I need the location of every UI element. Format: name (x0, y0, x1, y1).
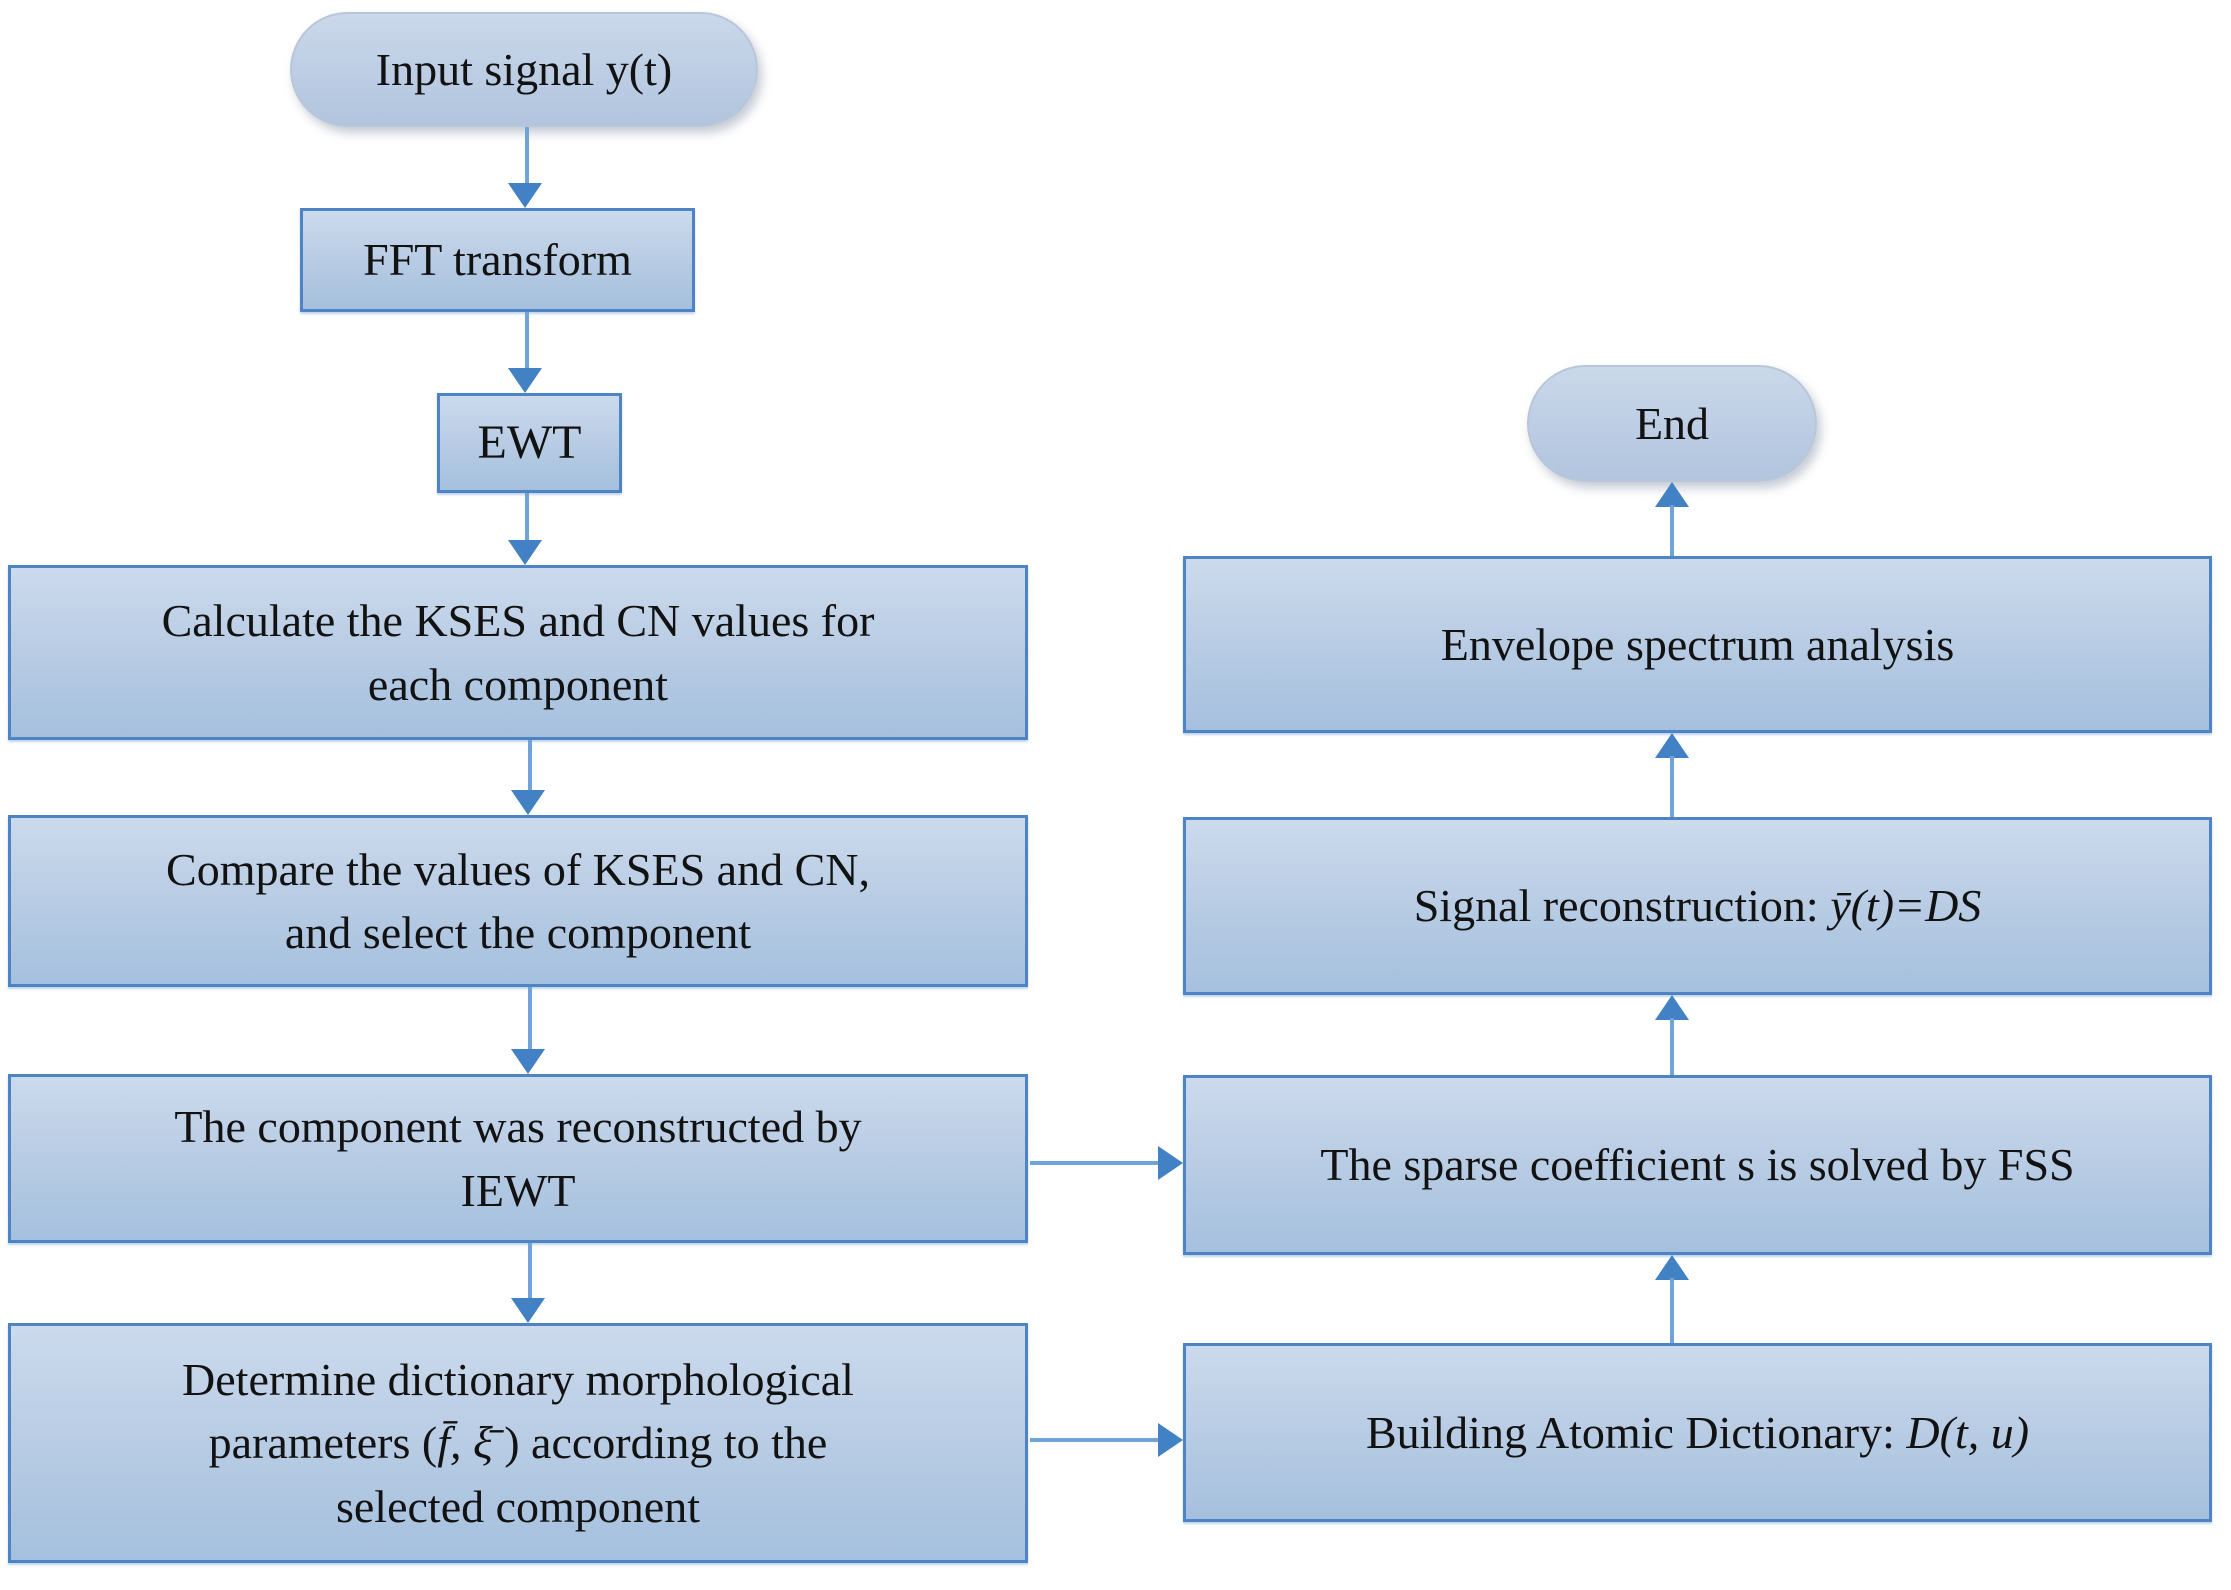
determine-line-2: parameters (f̄, ξ̄ ) according to the (209, 1411, 828, 1474)
arrow-stem (1670, 1278, 1674, 1343)
process-building-dictionary: Building Atomic Dictionary: D(t, u) (1183, 1343, 2212, 1522)
arrow-stem (528, 740, 532, 792)
arrow-stem (1670, 756, 1674, 817)
arrow-stem (1030, 1438, 1158, 1442)
compare-line-2: and select the component (284, 907, 752, 958)
end-terminator: End (1527, 365, 1817, 482)
arrow-head-down-icon (511, 1049, 545, 1074)
building-label-pre: Building Atomic Dictionary: (1365, 1406, 1907, 1458)
signal-label: Signal reconstruction: ȳ(t)=DS (1414, 874, 1982, 937)
arrow-head-down-icon (511, 1298, 545, 1323)
process-ewt: EWT (437, 393, 622, 493)
arrow-head-up-icon (1655, 733, 1689, 758)
start-terminator: Input signal y(t) (290, 12, 758, 127)
arrow-stem (525, 127, 529, 185)
arrow-stem (525, 493, 529, 542)
envelope-label: Envelope spectrum analysis (1440, 618, 1955, 670)
signal-label-pre: Signal reconstruction: (1413, 880, 1831, 932)
arrow-head-down-icon (508, 540, 542, 565)
building-label: Building Atomic Dictionary: D(t, u) (1366, 1401, 2029, 1464)
start-label: Input signal y(t) (375, 43, 673, 95)
compare-line-1: Compare the values of KSES and CN, (166, 843, 870, 895)
arrow-stem (528, 987, 532, 1051)
process-determine-parameters: Determine dictionary morphological param… (8, 1323, 1028, 1563)
calculate-line-2: each component (367, 658, 669, 710)
arrow-head-down-icon (508, 368, 542, 393)
signal-formula: ȳ(t)=DS (1830, 880, 1982, 932)
arrow-head-up-icon (1655, 1255, 1689, 1280)
process-envelope-spectrum: Envelope spectrum analysis (1183, 556, 2212, 733)
determine-formula: f̄, ξ̄ (437, 1417, 493, 1469)
ewt-label: EWT (477, 415, 582, 469)
iewt-line-1: The component was reconstructed by (174, 1101, 862, 1153)
arrow-stem (528, 1243, 532, 1300)
arrow-head-right-icon (1158, 1146, 1183, 1180)
arrow-stem (525, 312, 529, 370)
process-iewt-reconstruction: The component was reconstructed by IEWT (8, 1074, 1028, 1243)
arrow-head-up-icon (1655, 995, 1689, 1020)
arrow-stem (1030, 1161, 1158, 1165)
arrow-head-down-icon (511, 790, 545, 815)
building-formula: D(t, u) (1906, 1406, 2030, 1458)
determine-line-3: selected component (335, 1480, 701, 1532)
calculate-line-1: Calculate the KSES and CN values for (161, 595, 875, 647)
fft-label: FFT transform (363, 234, 632, 286)
process-calculate-kses-cn: Calculate the KSES and CN values for eac… (8, 565, 1028, 740)
process-sparse-coefficient: The sparse coefficient s is solved by FS… (1183, 1075, 2212, 1255)
determine-line-2-post: ) according to the (492, 1417, 828, 1469)
determine-line-1: Determine dictionary morphological (182, 1353, 854, 1405)
process-signal-reconstruction: Signal reconstruction: ȳ(t)=DS (1183, 817, 2212, 995)
sparse-label: The sparse coefficient s is solved by FS… (1320, 1139, 2075, 1191)
arrow-stem (1670, 505, 1674, 556)
arrow-stem (1670, 1018, 1674, 1075)
arrow-head-right-icon (1158, 1423, 1183, 1457)
arrow-head-up-icon (1655, 482, 1689, 507)
arrow-head-down-icon (508, 183, 542, 208)
process-compare-select: Compare the values of KSES and CN, and s… (8, 815, 1028, 987)
process-fft-transform: FFT transform (300, 208, 695, 312)
end-label: End (1634, 397, 1710, 449)
iewt-line-2: IEWT (460, 1164, 576, 1216)
determine-line-2-pre: parameters ( (208, 1417, 438, 1469)
